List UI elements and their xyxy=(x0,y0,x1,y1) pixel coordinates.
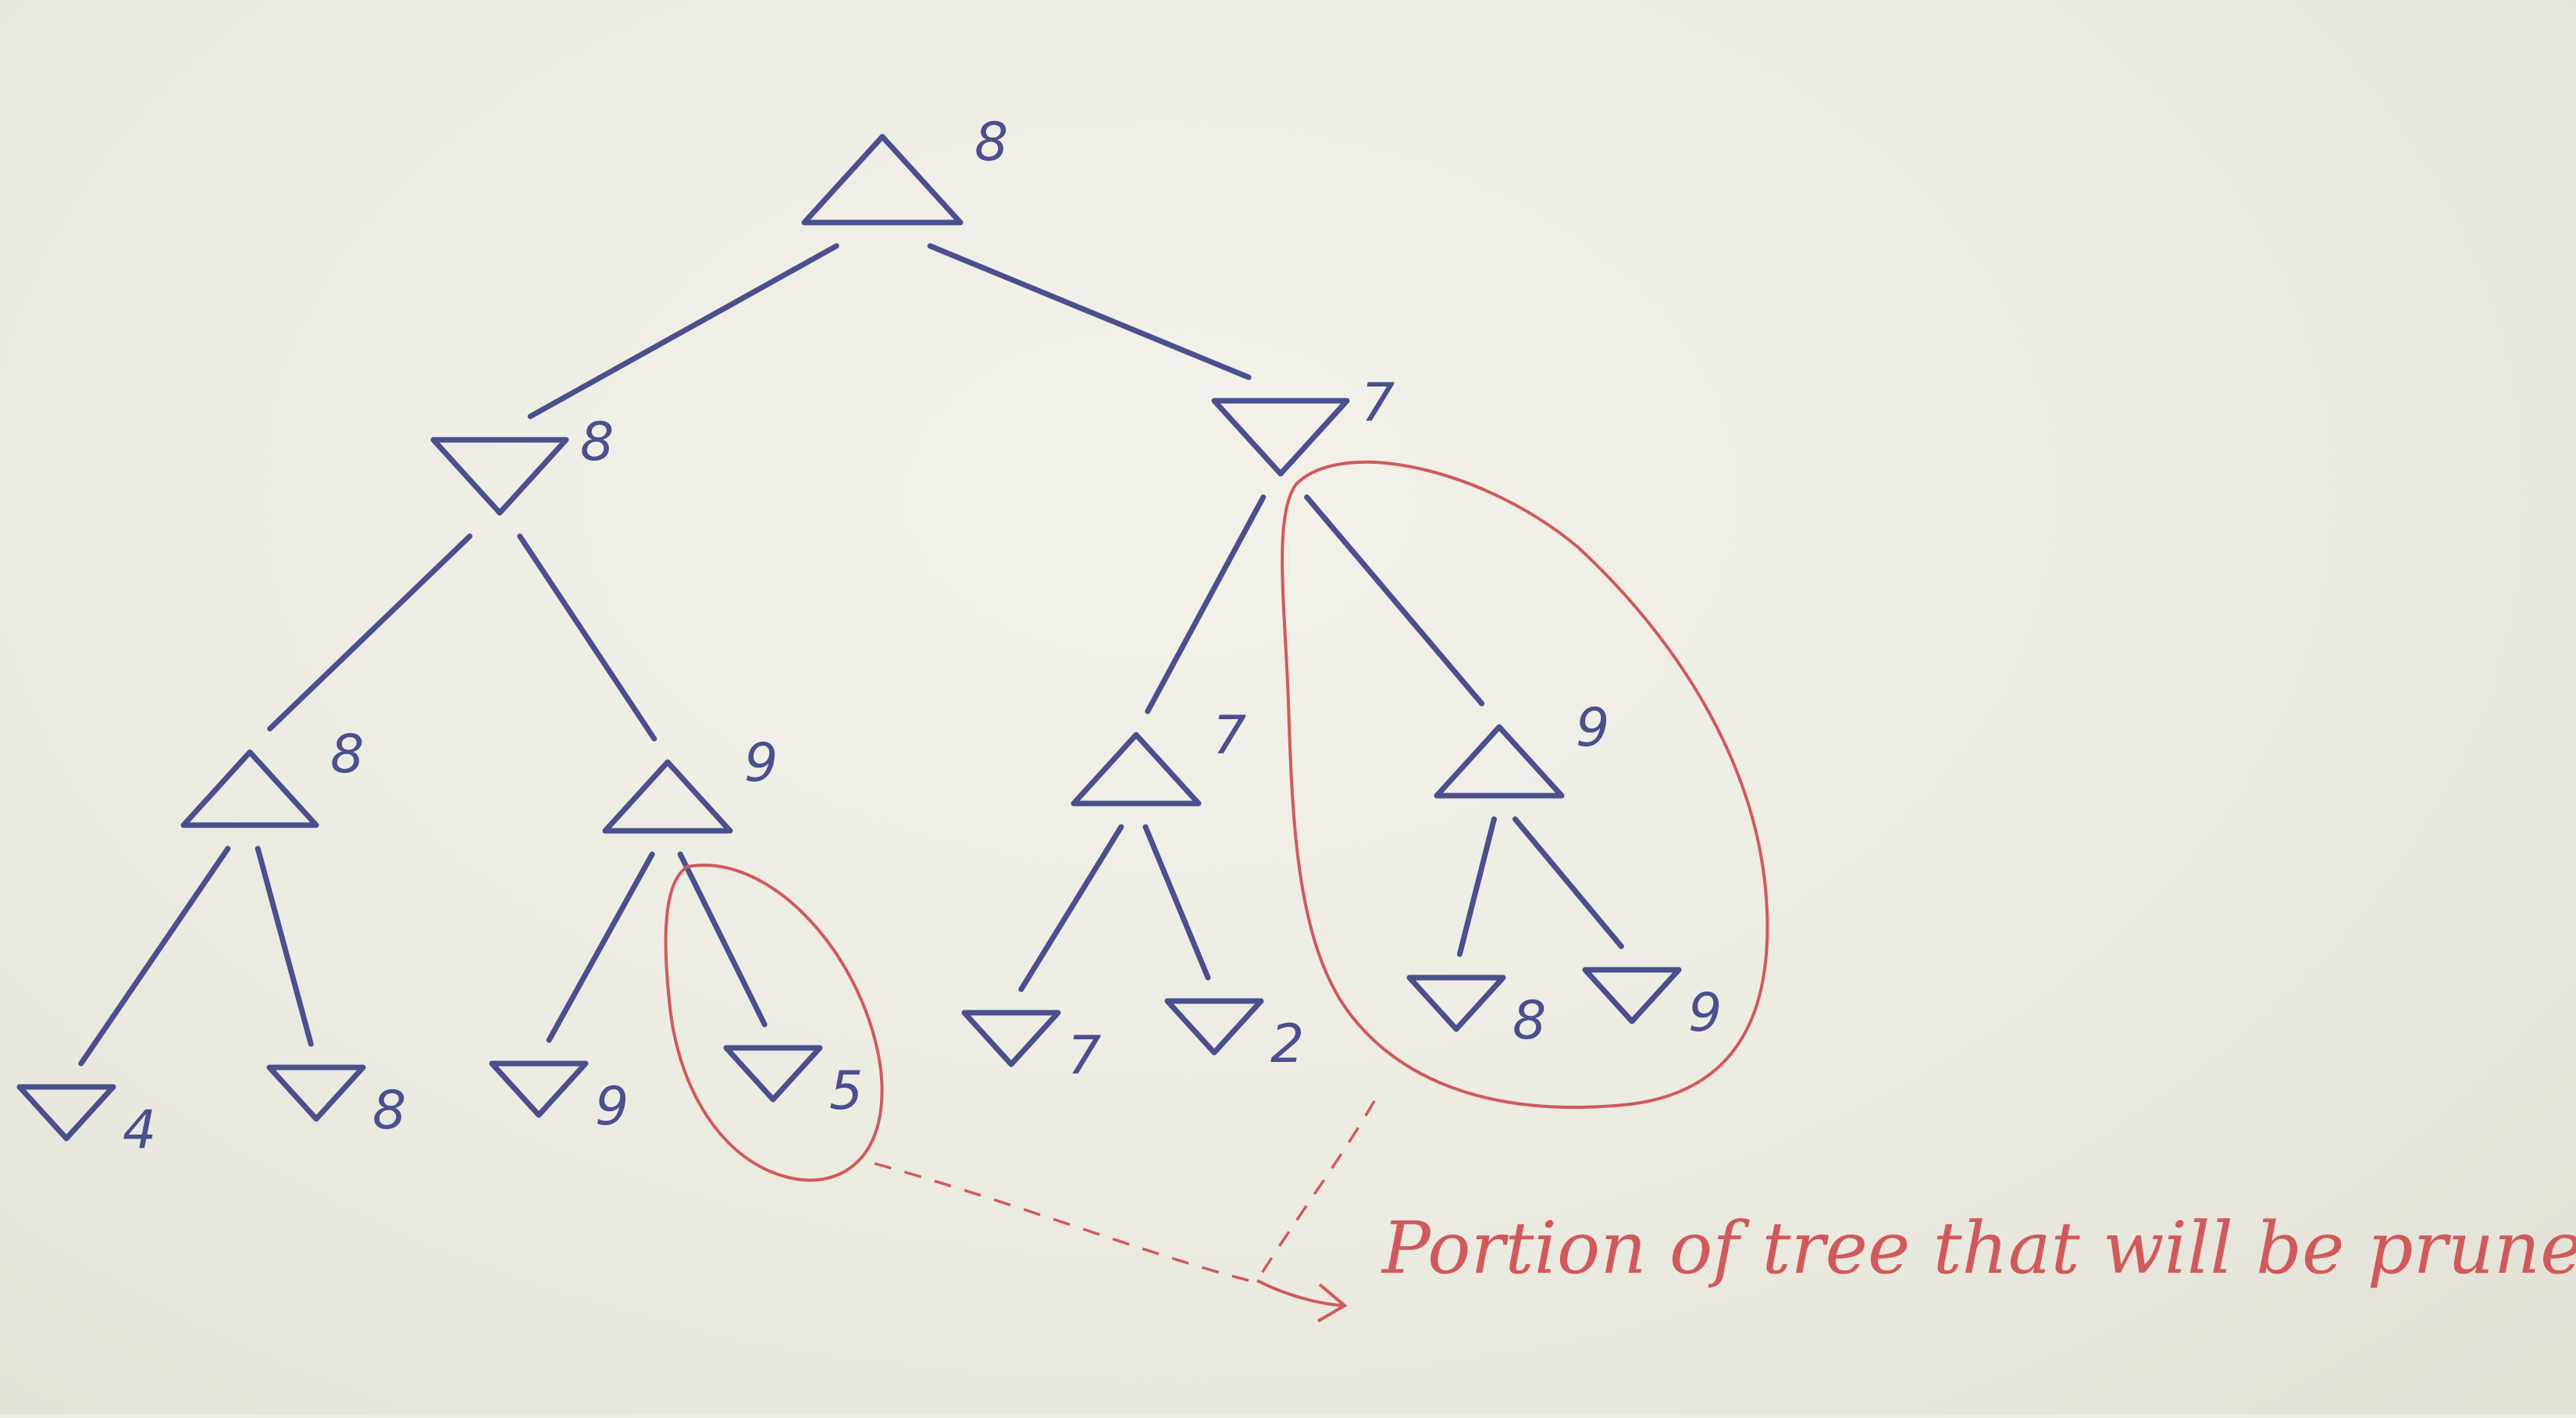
node-value-label: 9 xyxy=(744,732,778,794)
annotation-connector-small xyxy=(874,1162,1250,1282)
max-node-triangle xyxy=(180,749,319,828)
max-node-triangle xyxy=(602,759,733,834)
pruned-region-outline-large xyxy=(1281,460,1769,1110)
max-node-triangle xyxy=(801,134,964,226)
min-node-triangle xyxy=(489,1060,589,1118)
min-node-triangle xyxy=(723,1045,823,1103)
node-value-label: 5 xyxy=(829,1060,863,1122)
min-node-triangle xyxy=(430,436,569,516)
node-value-label: 2 xyxy=(1270,1014,1304,1075)
tree-nodes: 8 8 8 4 8 9 9 5 7 7 7 2 9 8 9 xyxy=(16,112,1722,1161)
node-value-label: 8 xyxy=(974,112,1008,173)
tree-edges xyxy=(78,243,1624,1067)
pruned-portion-annotation: Portion of tree that will be pruned xyxy=(1381,1206,2576,1290)
node-value-label: 9 xyxy=(1576,697,1609,759)
annotation-connector-large xyxy=(1256,1100,1376,1281)
node-value-label: 4 xyxy=(123,1099,156,1161)
tree-edge xyxy=(1145,494,1267,714)
tree-edge xyxy=(1018,824,1124,992)
node-value-label: 7 xyxy=(1213,705,1246,767)
node-value-label: 7 xyxy=(1067,1025,1101,1087)
tree-edge xyxy=(517,533,657,742)
min-node-triangle xyxy=(1582,967,1682,1024)
pruned-region-outline-small xyxy=(664,864,884,1182)
min-node-triangle xyxy=(1406,974,1506,1032)
tree-edge xyxy=(78,846,231,1067)
node-value-label: 8 xyxy=(1512,990,1546,1052)
node-value-label: 8 xyxy=(372,1080,406,1142)
tree-edge xyxy=(927,243,1252,380)
tree-edge xyxy=(255,846,314,1047)
tree-edge xyxy=(527,243,839,419)
node-value-label: 9 xyxy=(1688,982,1722,1044)
tree-edge xyxy=(1142,824,1211,981)
node-value-label: 8 xyxy=(580,412,614,473)
tree-edge xyxy=(1512,816,1624,949)
tree-edge xyxy=(267,533,473,732)
tree-edge xyxy=(546,851,655,1043)
tree-edge xyxy=(1304,494,1485,707)
max-node-triangle xyxy=(1071,732,1202,807)
annotation-arrow xyxy=(1256,1279,1348,1323)
node-value-label: 8 xyxy=(330,724,364,786)
tree-edge xyxy=(677,851,768,1028)
min-node-triangle xyxy=(1164,998,1264,1056)
max-node-triangle xyxy=(1434,724,1565,799)
min-node-triangle xyxy=(1211,397,1350,477)
min-node-triangle xyxy=(16,1084,116,1142)
node-value-label: 9 xyxy=(595,1076,629,1138)
min-node-triangle xyxy=(266,1064,366,1122)
node-value-label: 7 xyxy=(1361,372,1395,434)
tree-edge xyxy=(1456,816,1497,957)
min-node-triangle xyxy=(961,1010,1061,1067)
